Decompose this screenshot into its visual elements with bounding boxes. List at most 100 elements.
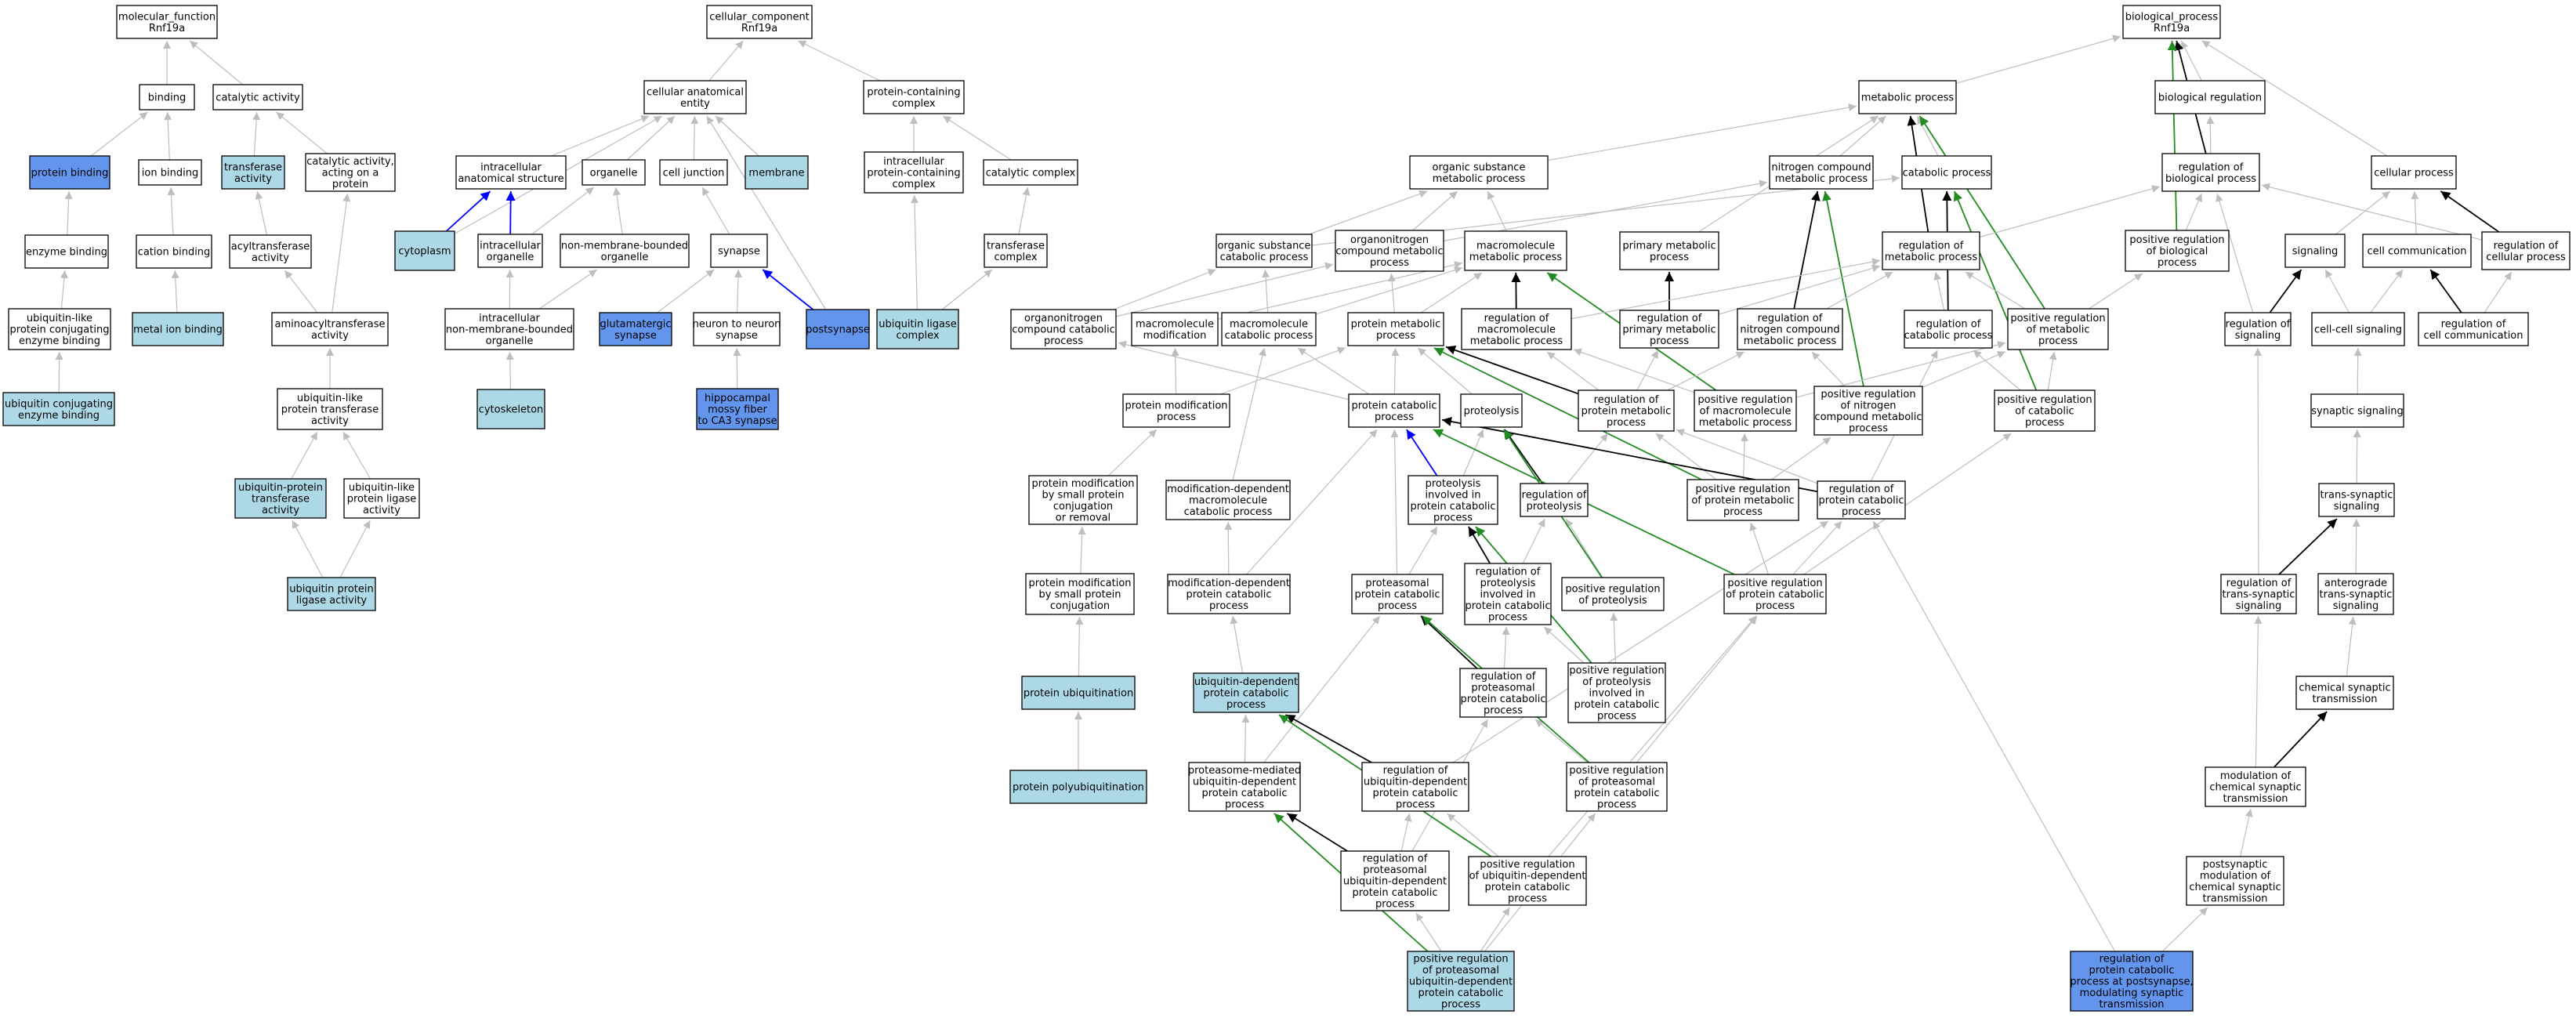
node-signaling[interactable]: signaling — [2284, 234, 2346, 268]
node-synapse[interactable]: synapse — [710, 234, 768, 268]
node-cell_proc[interactable]: cellular process — [2371, 155, 2457, 190]
node-postsynapse[interactable]: postsynapse — [806, 309, 870, 350]
node-prot_binding[interactable]: protein binding — [29, 155, 111, 190]
node-reg_ub_dep[interactable]: regulation ofubiquitin-dependentprotein … — [1361, 762, 1469, 812]
node-prot_polyubiq[interactable]: protein polyubiquitination — [1009, 770, 1147, 804]
node-cat_act[interactable]: catalytic activity — [212, 84, 303, 110]
node-cytoplasm[interactable]: cytoplasm — [394, 230, 455, 271]
node-cell_comm[interactable]: cell communication — [2362, 234, 2472, 268]
node-bio_reg[interactable]: biological regulation — [2154, 80, 2266, 114]
node-cell_junction[interactable]: cell junction — [659, 159, 728, 186]
node-pm_ub_pcp[interactable]: proteasome-mediatedubiquitin-dependentpr… — [1188, 762, 1301, 812]
node-metal_ion[interactable]: metal ion binding — [132, 312, 224, 346]
node-reg_prot_ub[interactable]: regulation ofproteasomalubiquitin-depend… — [1340, 850, 1450, 911]
node-enzyme_binding[interactable]: enzyme binding — [24, 234, 109, 269]
node-cc_sig[interactable]: cell-cell signaling — [2311, 312, 2405, 346]
node-inmbo[interactable]: intracellularnon-membrane-boundedorganel… — [444, 308, 574, 350]
node-prot_ubiq[interactable]: protein ubiquitination — [1021, 676, 1136, 710]
node-catab[interactable]: catabolic process — [1901, 155, 1992, 190]
node-mod_dep_mcp[interactable]: modification-dependentmacromoleculecatab… — [1165, 480, 1291, 520]
node-syn_sig[interactable]: synaptic signaling — [2310, 393, 2404, 428]
node-cation_binding[interactable]: cation binding — [136, 234, 212, 269]
node-ion_binding[interactable]: ion binding — [138, 159, 202, 186]
node-organelle[interactable]: organelle — [582, 159, 646, 186]
node-proteolysis[interactable]: proteolysis — [1460, 393, 1523, 428]
node-metab[interactable]: metabolic process — [1858, 80, 1957, 114]
node-membrane[interactable]: membrane — [745, 155, 809, 190]
node-catalytic_complex[interactable]: catalytic complex — [983, 159, 1078, 186]
